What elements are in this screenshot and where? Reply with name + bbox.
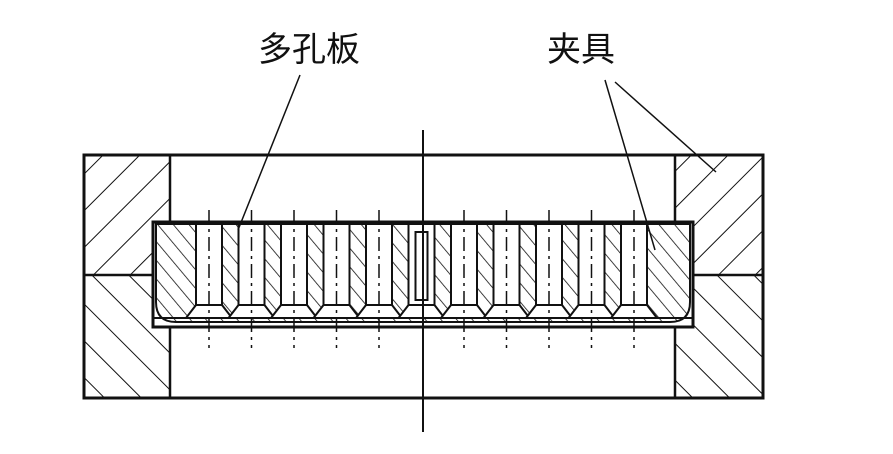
plate-hole xyxy=(311,210,362,348)
leader-line-fixture-1 xyxy=(604,79,656,251)
center-slot xyxy=(414,231,429,301)
plate-hole xyxy=(353,210,405,348)
leader-line-plate xyxy=(237,74,301,231)
leader-line-fixture-2 xyxy=(614,81,717,173)
plate-hole xyxy=(268,210,320,348)
plate-hole xyxy=(523,210,575,348)
label-fixture: 夹具 xyxy=(547,30,615,70)
label-perforated-plate: 多孔板 xyxy=(258,30,360,70)
